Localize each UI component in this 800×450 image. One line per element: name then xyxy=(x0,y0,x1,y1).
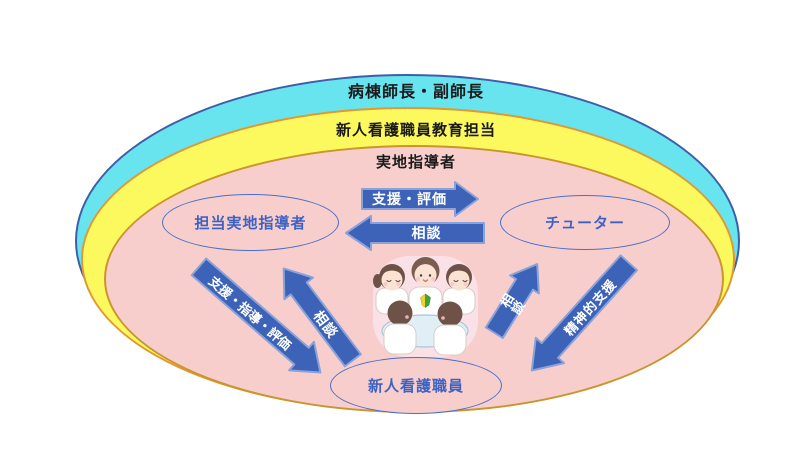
nurse-center-newcomer xyxy=(408,257,443,324)
down-right-arrow-icon xyxy=(190,257,322,374)
bubble-tutor: チューター xyxy=(500,195,670,250)
consultation-top-label: 相談 xyxy=(411,226,442,242)
ward-managers-label: 病棟師長・副師長 xyxy=(347,82,484,101)
left-arrow-icon xyxy=(345,215,485,251)
new-nursing-staff-label: 新人看護職員 xyxy=(367,377,464,395)
tutor-label: チューター xyxy=(544,214,625,232)
arrow-consultation-left: 相談 xyxy=(267,255,370,373)
arrow-consultation-right: 相談 xyxy=(478,252,555,343)
right-arrow-icon xyxy=(361,181,479,217)
down-left-arrow-icon xyxy=(530,254,639,372)
arrow-consultation-top: 相談 xyxy=(344,214,485,252)
arrow-support-evaluation: 支援・評価 xyxy=(361,180,480,218)
arrow-mental-support: 精神的支援 xyxy=(515,248,645,386)
nurses-meeting-illustration xyxy=(369,247,482,363)
bubble-new-nursing-staff: 新人看護職員 xyxy=(330,357,502,414)
practical-instructors-label: 実地指導者 xyxy=(375,153,456,171)
nurse-lower-left xyxy=(383,300,417,355)
up-right-arrow-icon xyxy=(484,263,540,340)
nurse-lower-right xyxy=(433,301,467,356)
support-evaluation-label: 支援・評価 xyxy=(372,192,447,208)
up-left-arrow-icon xyxy=(282,267,362,368)
assigned-practical-instructor-label: 担当実地指導者 xyxy=(194,214,307,232)
bubble-assigned-practical-instructor: 担当実地指導者 xyxy=(162,194,339,251)
arrow-support-guidance-evaluation: 支援・指導・評価 xyxy=(184,250,335,389)
education-staff-label: 新人看護職員教育担当 xyxy=(335,121,496,139)
